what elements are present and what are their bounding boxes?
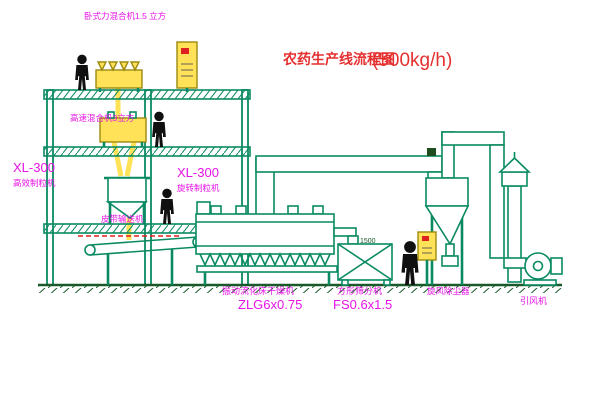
- page-title-capacity: (500kg/h): [372, 50, 452, 71]
- mixer-body: [95, 69, 143, 89]
- label-sifter-name: 方形筛分机: [337, 285, 382, 296]
- fan-inlet-connector: [503, 257, 527, 269]
- dryer-stub: [312, 205, 324, 215]
- label-dryer-name: 振动流化床干燥机: [222, 285, 294, 296]
- cyclone-top-duct: [441, 131, 505, 146]
- label-cyclone-name: 旋风除尘器: [427, 286, 470, 296]
- control-button: [422, 236, 429, 241]
- mixer-hopper: [107, 61, 119, 72]
- dryer-stub: [287, 205, 299, 215]
- floor2-slab: [43, 146, 251, 157]
- damper-valve-icon: [427, 148, 436, 156]
- granulator: [104, 176, 150, 240]
- mixer-hopper: [129, 61, 141, 72]
- cyclone-discharge-valve: [441, 255, 459, 267]
- cyclone-body: [425, 177, 469, 207]
- label-sifter-model: FS0.6x1.5: [333, 297, 392, 312]
- control-box-field: [417, 231, 437, 285]
- building-column-right: [241, 89, 249, 286]
- dryer-base: [196, 265, 338, 273]
- fan-hub: [532, 260, 544, 272]
- stack-cap-cone: [498, 156, 531, 173]
- fan-base: [523, 279, 557, 286]
- horizontal-duct: [255, 155, 443, 173]
- dryer-feed-inlet: [196, 201, 211, 215]
- mixer-hopper: [96, 61, 108, 72]
- worker-figure: [160, 188, 174, 224]
- ground: [38, 283, 562, 293]
- granulator-cone: [105, 201, 148, 220]
- worker-figure: [75, 54, 89, 90]
- sifter-foot: [383, 279, 391, 286]
- dryer-stub: [210, 205, 222, 215]
- dryer-body: [195, 213, 335, 255]
- label-granulator-left-name: 高效制粒机: [13, 178, 56, 188]
- mixer-stub: [129, 111, 137, 119]
- sifter-brace: [337, 243, 393, 281]
- page-title: 农药生产线流程图: [282, 51, 395, 67]
- sifter-foot: [341, 279, 349, 286]
- fluid-bed-dryer: [195, 201, 338, 285]
- label-dryer-model: ZLG6x0.75: [238, 297, 302, 312]
- granulator-body: [107, 177, 147, 203]
- label-granulator-right-name: 旋转制粒机: [177, 183, 220, 193]
- ground-hatch: [38, 286, 562, 293]
- cyclone-dipleg: [445, 243, 455, 257]
- square-sifter: [337, 243, 393, 286]
- label-granulator-right-model: XL-300: [177, 165, 219, 180]
- induced-draft-fan: [503, 252, 563, 286]
- mixer-hopper: [118, 61, 130, 72]
- dryer-stub: [235, 205, 247, 215]
- mixer-stub: [107, 111, 115, 119]
- label-fan-name: 引风机: [520, 295, 547, 306]
- roof-slab: [43, 89, 251, 100]
- exhaust-ducting: [255, 148, 445, 217]
- worker-figure: [401, 241, 419, 285]
- control-cabinet-roof: [176, 41, 198, 92]
- fan-down-duct: [489, 144, 505, 259]
- dryer-discharge-chute: [333, 227, 359, 245]
- label-mixer2: 高速混合机3立方: [70, 113, 134, 123]
- cyclone-cone: [424, 205, 470, 246]
- control-button: [181, 48, 189, 54]
- cyclone-separator: [424, 131, 505, 285]
- label-granulator-left-model: XL-300: [13, 160, 55, 175]
- labels: 卧式力混合机1.5 立方 农药生产线流程图 (500kg/h) 高速混合机3立方…: [13, 11, 547, 312]
- label-sifter-dimension: 1500: [360, 238, 376, 245]
- label-belt-conveyor: 皮带输送机: [101, 214, 144, 224]
- fan-motor: [550, 257, 563, 275]
- worker-figure: [152, 111, 166, 147]
- stack-cap-cylinder: [501, 171, 528, 187]
- mixer-body: [99, 117, 147, 143]
- belt-conveyor: [84, 236, 204, 285]
- conveyor-roller: [84, 244, 96, 256]
- label-mixer1: 卧式力混合机1.5 立方: [84, 11, 166, 21]
- dryer-springs: [199, 252, 331, 267]
